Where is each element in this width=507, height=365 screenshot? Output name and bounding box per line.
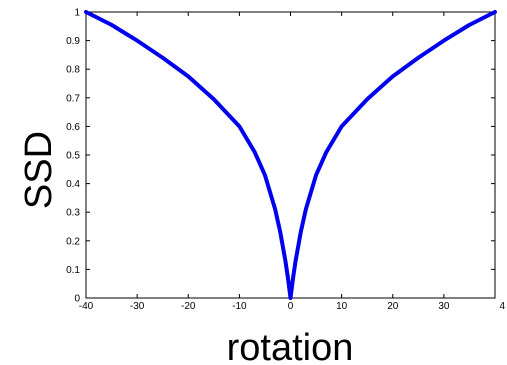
y-tick-label: 0.3 [66, 208, 80, 219]
plot-area [85, 11, 496, 299]
x-tick-label: 0 [288, 301, 294, 312]
x-axis-title: rotation [227, 327, 354, 365]
y-tick-label: 0 [74, 294, 80, 305]
x-tick-label: 30 [438, 301, 450, 312]
y-tick-label: 0.2 [66, 236, 80, 247]
x-tick-label: -20 [181, 301, 196, 312]
series-layer [84, 10, 497, 300]
y-tick-label: 0.5 [66, 151, 80, 162]
series-line [84, 10, 497, 300]
y-tick-label: 0.6 [66, 122, 80, 133]
y-axis-ticks: 0 0.1 0.2 0.3 0.4 0.5 0.6 0.7 0.8 0.9 1 [66, 8, 495, 305]
y-axis-title: SSD [18, 131, 60, 209]
y-tick-label: 0.8 [66, 65, 80, 76]
y-tick-label: 0.9 [66, 36, 80, 47]
x-tick-label: -40 [79, 301, 94, 312]
y-tick-label: 0.7 [66, 93, 80, 104]
x-axis-ticks: -40 -30 -20 -10 0 10 20 30 4 [79, 12, 505, 312]
x-tick-label: 20 [387, 301, 399, 312]
y-tick-label: 0.1 [66, 265, 80, 276]
x-tick-label: 4 [499, 301, 505, 312]
x-tick-label: -30 [130, 301, 145, 312]
y-tick-label: 0.4 [66, 179, 80, 190]
x-tick-label: 10 [336, 301, 348, 312]
x-tick-label: -10 [232, 301, 247, 312]
y-tick-label: 1 [74, 8, 80, 19]
